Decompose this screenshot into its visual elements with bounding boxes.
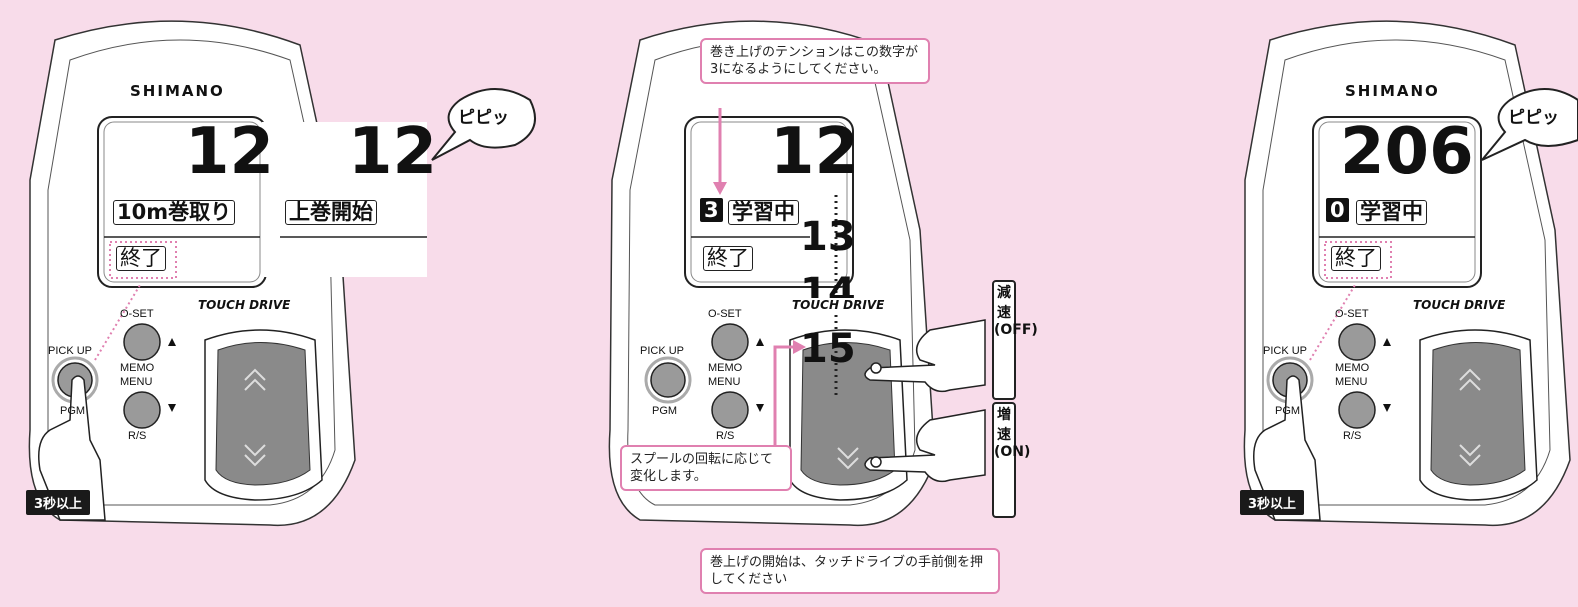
panel1-brand: SHIMANO — [130, 82, 225, 100]
panel1-hold-tag: 3秒以上 — [26, 490, 91, 515]
panel2-pickup-label: PICK UP — [640, 345, 685, 357]
panel1-end-label[interactable]: 終了 — [116, 246, 166, 272]
panel2-counter: 12 — [770, 115, 860, 189]
panel2-touch-drive-logo: TOUCH DRIVE — [790, 298, 887, 312]
panel1-zoom-label: 上巻開始 — [285, 200, 377, 226]
panel1-pgm-label: PGM — [60, 405, 86, 417]
panel3-brand: SHIMANO — [1345, 82, 1440, 100]
panel2-count-15: 15 — [800, 326, 856, 372]
panel2-menu-label: MENU — [708, 376, 741, 388]
panel3-mode-label: 学習中 — [1356, 200, 1427, 226]
panel2-mode-label: 学習中 — [728, 200, 799, 226]
panel1-beep: ピピッ — [458, 108, 509, 128]
panel1-counter: 12 — [185, 115, 275, 189]
panel1-mode-label: 10m巻取り — [113, 200, 236, 226]
panel3-menu-label: MENU — [1335, 376, 1368, 388]
callout-spool: スプールの回転に応じて変化します。 — [620, 445, 792, 491]
panel3-pickup-label: PICK UP — [1263, 345, 1308, 357]
callout-tension: 巻き上げのテンションはこの数字が3になるようにしてください。 — [700, 38, 930, 84]
panel2-reel-body — [608, 20, 986, 527]
panel3-oset-label: O-SET — [1335, 308, 1369, 320]
panel3-hold-tag: 3秒以上 — [1240, 490, 1305, 515]
panel1-reel-body — [28, 20, 536, 527]
panel1-menu-label: MENU — [120, 376, 153, 388]
panel1-oset-label: O-SET — [120, 308, 154, 320]
panel2-memo-label: MEMO — [708, 362, 743, 374]
panel1-memo-label: MEMO — [120, 362, 155, 374]
panel2-rs-label: R/S — [716, 430, 735, 442]
panel2-end-label[interactable]: 終了 — [703, 246, 753, 272]
panel2-count-13: 13 — [800, 214, 856, 260]
panel3-memo-label: MEMO — [1335, 362, 1370, 374]
slow-off-label: 減速(OFF) — [992, 280, 1038, 400]
panel3-counter: 206 — [1340, 115, 1474, 189]
panel1-zoom-counter: 12 — [348, 115, 438, 189]
panel3-touch-drive-logo: TOUCH DRIVE — [1413, 298, 1506, 312]
panel1-rs-label: R/S — [128, 430, 147, 442]
fast-on-label: 増速(ON) — [992, 402, 1030, 518]
panel3-end-label[interactable]: 終了 — [1331, 246, 1381, 272]
panel3-reel-body — [1243, 20, 1578, 527]
panel3-pgm-label: PGM — [1275, 405, 1301, 417]
panel3-tension-value: 0 — [1326, 198, 1349, 222]
panel1-touch-drive-logo: TOUCH DRIVE — [198, 298, 291, 312]
panel2-tension-value: 3 — [700, 198, 723, 222]
panel1-pickup-label: PICK UP — [48, 345, 93, 357]
callout-start: 巻上げの開始は、タッチドライブの手前側を押してください — [700, 548, 1000, 594]
panel3-rs-label: R/S — [1343, 430, 1362, 442]
panel3-beep: ピピッ — [1508, 108, 1559, 128]
panel2-pgm-label: PGM — [652, 405, 678, 417]
panel2-oset-label: O-SET — [708, 308, 742, 320]
